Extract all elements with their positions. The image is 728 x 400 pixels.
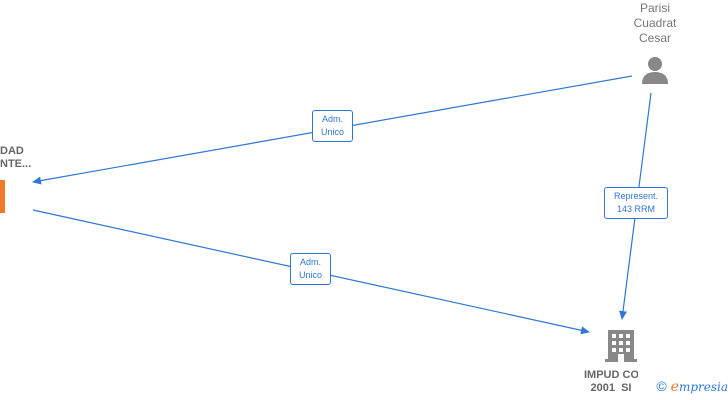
company-right-line-2: 2001 SI [590,382,632,394]
edge-label-person-to-right-line-2: 143 RRM [616,204,655,214]
company-left-line-2: NTE... [0,158,32,170]
company-left-label[interactable]: DAD NTE... [0,145,31,171]
edge-label-left-to-right-line-1: Adm. [299,257,321,267]
company-left-line-1: DAD [0,145,24,157]
edge-label-left-to-right-line-2: Unico [298,270,322,280]
edge-label-person-to-right[interactable]: Represent. 143 RRM [604,187,668,219]
building-icon[interactable] [605,330,637,362]
person-name-label[interactable]: Parisi Cuadrat Cesar [620,1,690,46]
person-name-line-2: Cuadrat [633,16,677,30]
edge-label-person-to-left-line-2: Unico [320,127,344,137]
brand-logo-e: e [670,379,679,395]
person-name-line-1: Parisi [639,1,670,15]
edge-label-left-to-right[interactable]: Adm. Unico [290,253,331,285]
company-right-label[interactable]: IMPUD CO 2001 SI [584,369,638,395]
person-name-line-3: Cesar [638,31,671,45]
company-right-line-1: IMPUD CO [584,369,638,381]
copyright-icon: © [656,378,667,394]
edge-label-person-to-left[interactable]: Adm. Unico [312,110,353,142]
edge-label-person-to-left-line-1: Adm. [321,114,343,124]
person-icon[interactable] [642,57,668,84]
brand-logo-text: mpresia [678,380,728,394]
empresia-watermark: ©empresia [656,378,728,400]
edge-label-person-to-right-line-1: Represent. [613,191,659,201]
company-left-icon[interactable] [0,180,5,213]
